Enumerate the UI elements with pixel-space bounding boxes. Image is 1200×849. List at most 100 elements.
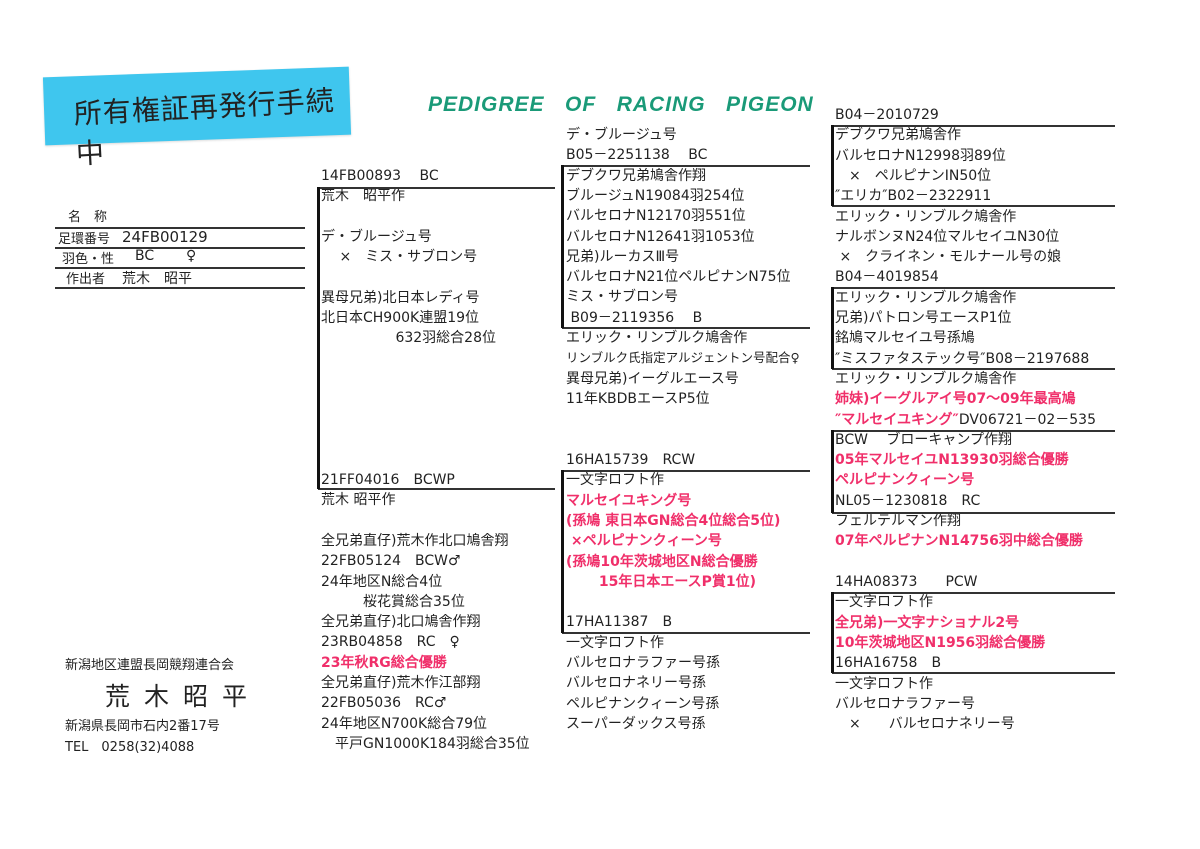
grandparents-top-line: NL05－1230818 RC [835,492,981,509]
grandparents-top-line: ″エリカ″B02－2322911 [835,188,992,205]
grandparents-bottom-line: 14HA08373 PCW [835,574,978,590]
dam-line: 平戸GN1000K184羽総合35位 [321,735,530,752]
dam-line: 荒木 昭平作 [321,492,396,509]
divider-line [562,165,810,167]
sire-parents-line: B05－2251138 BC [566,147,708,164]
owner-name: 荒木昭平 [105,682,262,711]
sire-parents-line: ミス・サブロン号 [566,289,678,306]
grandparents-top-line: 兄弟)パトロン号エースP1位 [835,310,1012,326]
page-title: PEDIGREE OF RACING PIGEON [428,93,814,116]
grandparents-top-line: デブクワ兄弟鳩舎作 [835,127,961,144]
sire-parents-line: デ・ブルージュ号 [566,127,677,143]
sire-parents-line: B09－2119356 B [566,309,703,326]
grandparents-bottom-line: 一文字ロフト作 [835,675,933,692]
sire-line: 北日本CH900K連盟19位 [321,310,480,327]
ring-value: 24FB00129 [122,228,208,246]
grandparents-top-line: ペルピナンクィーン号 [835,472,975,489]
sire-parents-line: 11年KBDBエースP5位 [566,390,710,407]
grandparents-top-line: BCW ブローキャンプ作翔 [835,431,1013,448]
sire-parents-line: リンブルク氏指定アルジェントン号配合♀ [566,350,800,366]
sex-value: ♀ [186,248,197,264]
bracket-line [561,165,564,328]
divider-line [55,287,305,289]
sticky-note-text: 所有権証再発行手続中 [73,84,336,171]
grandparents-top-line: 姉妹)イーグルアイ号07～09年最高鳩 [835,391,1076,408]
grandparents-bottom-line: 全兄弟)一文字ナショナル2号 [835,614,1020,631]
grandparents-top-line: × クライネン・モルナール号の娘 [835,249,1062,266]
dam-parents-line: ペルピナンクィーン号孫 [566,695,720,712]
grandparents-top-line: エリック・リンブルク鳩舎作 [835,208,1017,225]
color-sex-label: 羽色・性 [62,252,115,267]
highlight-prefix: ″マルセイユキング″ [835,411,959,428]
sticky-note: 所有権証再発行手続中 [42,66,352,171]
breeder-label: 作出者 [66,272,106,287]
dam-line: 全兄弟直仔)北口鳩舎作翔 [321,614,481,631]
grandparents-top-line: エリック・リンブルク鳩舎作 [835,370,1017,387]
dam-parents-line: ×ペルピナンクィーン号 [566,533,722,550]
dam-line: 23RB04858 RC ♀ [321,634,460,651]
owner-address: 新潟県長岡市石内2番17号 [65,719,220,734]
name-label: 名 称 [68,210,108,225]
divider-line [55,267,305,269]
divider-line [832,592,1115,594]
bracket-line [831,592,834,673]
grandparents-bottom-line: 一文字ロフト作 [835,594,933,611]
divider-line [55,227,305,229]
sire-parents-line: 兄弟)ルーカスⅢ号 [566,248,680,265]
dam-parents-line: マルセイユキング号 [566,492,692,509]
sire-parents-line: エリック・リンブルク鳩舎作 [566,330,748,346]
color-value: BC [135,248,155,264]
sire-line: 632羽総合28位 [321,330,496,347]
divider-line [832,287,1115,289]
dam-parents-line: バルセロナネリー号孫 [566,675,706,692]
grandparents-top-line: 銘鳩マルセイユ号孫鳩 [835,330,975,347]
grandparents-top-line: × ペルピナンIN50位 [835,167,992,184]
dam-line: 全兄弟直仔)荒木作江部翔 [321,675,481,691]
sire-line: 異母兄弟)北日本レディ号 [321,289,480,306]
dam-line: 24年地区N総合4位 [321,573,443,590]
sire-line: 14FB00893 BC [321,168,439,184]
grandparents-bottom-line: 10年茨城地区N1956羽総合優勝 [835,634,1046,651]
grandparents-top-line: B04－4019854 [835,269,939,286]
divider-line [832,368,1115,370]
dam-parents-line: (孫鳩 東日本GN総合4位総合5位) [566,512,781,529]
grandparents-top-line: ″ミスファタステック号″B08－2197688 [835,350,1090,367]
divider-line [318,488,555,490]
divider-line [55,247,305,249]
divider-line [318,187,555,189]
grandparents-top-line: ナルボンヌN24位マルセイユN30位 [835,228,1060,245]
grandparents-top-line: エリック・リンブルク鳩舎作 [835,289,1017,306]
dam-parents-line: 16HA15739 RCW [566,452,696,468]
grandparents-bottom-line: 16HA16758 B [835,655,942,672]
ring-label: 足環番号 [58,232,111,247]
bracket-line [831,287,834,369]
dam-parents-line: バルセロナラファー号孫 [566,655,720,671]
dam-line: 22FB05036 RC♂ [321,695,447,712]
bracket-line [561,470,564,633]
dam-line: 24年地区N700K総合79位 [321,715,488,732]
grandparents-top-line: B04－2010729 [835,107,939,123]
sire-parents-line: バルセロナN12170羽551位 [566,208,746,225]
dam-line: 22FB05124 BCW♂ [321,553,461,570]
dam-parents-line: 一文字ロフト作 [566,472,664,489]
divider-line [562,632,810,634]
grandparents-top-line: 07年ペルピナンN14756羽中総合優勝 [835,533,1083,550]
divider-line [832,205,1115,207]
dam-parents-line: スーパーダックス号孫 [566,715,706,732]
divider-line [832,512,1115,514]
grandparents-top-line: ″マルセイユキング″DV06721－02－535 [835,410,1096,430]
grandparents-top-line: バルセロナN12998羽89位 [835,147,1006,164]
divider-line [562,327,810,329]
dam-parents-line: 一文字ロフト作 [566,634,664,651]
bracket-line [831,430,834,513]
divider-line [562,470,810,472]
divider-line [832,672,1115,674]
divider-line [832,125,1115,127]
dam-parents-line: 17HA11387 B [566,614,673,631]
bracket-line [317,187,320,489]
line-text: DV06721－02－535 [958,411,1096,428]
dam-line: 21FF04016 BCWP [321,472,455,488]
grandparents-bottom-line: × バルセロナネリー号 [835,716,1015,733]
dam-line: 全兄弟直仔)荒木作北口鳩舎翔 [321,532,509,549]
